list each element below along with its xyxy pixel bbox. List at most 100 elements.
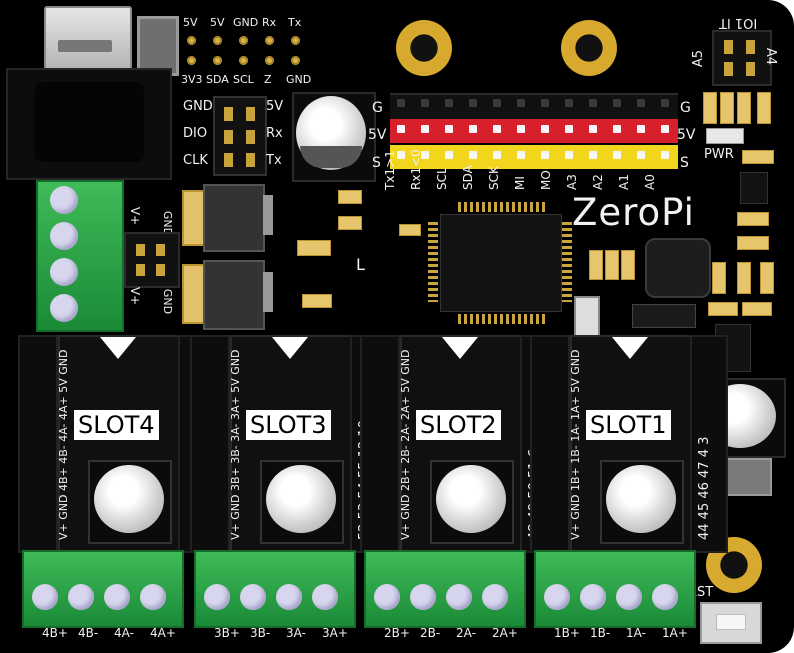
top-header-label-1: 5V (183, 16, 198, 29)
smd-component (338, 190, 362, 204)
header-pin (397, 99, 405, 107)
reset-button[interactable] (700, 602, 762, 644)
header-pin (661, 125, 669, 133)
top-header-label-5: Tx (288, 16, 302, 29)
smd-resistor (757, 92, 771, 124)
header-pin (517, 125, 525, 133)
slot-header-left (190, 335, 230, 553)
top-header-label-3: GND (233, 16, 259, 29)
slot-label-slot2: SLOT2 (416, 410, 501, 440)
terminal-screw[interactable] (50, 258, 78, 286)
slot-header-right (690, 335, 728, 553)
signal-label: A0 (643, 174, 657, 190)
terminal-screw[interactable] (410, 584, 436, 610)
reset-button-cap[interactable] (716, 614, 746, 630)
header-pin (661, 151, 669, 159)
power-header-row (390, 119, 678, 143)
header-pin (517, 151, 525, 159)
vplus-bottom-label-gnd: GND (161, 288, 175, 315)
terminal-screw[interactable] (276, 584, 302, 610)
terminal-label: 1A- (626, 626, 646, 640)
terminal-screw[interactable] (68, 584, 94, 610)
header-pin (397, 125, 405, 133)
mosfet-chip (632, 304, 696, 328)
header-pin (493, 151, 501, 159)
top-header-label-7: SDA (206, 73, 229, 86)
led-indicator (706, 128, 744, 144)
header-pin (589, 99, 597, 107)
header-pin (445, 99, 453, 107)
ground-header-row (390, 93, 678, 119)
header-pin (541, 99, 549, 107)
capacitor-band (300, 146, 362, 168)
vplus-top-label-v: V+ (128, 206, 143, 226)
terminal-screw[interactable] (240, 584, 266, 610)
header-pin (421, 99, 429, 107)
header-pin (565, 99, 573, 107)
terminal-screw[interactable] (50, 294, 78, 322)
header-pin (397, 151, 405, 159)
terminal-screw[interactable] (652, 584, 678, 610)
header-pin (589, 125, 597, 133)
terminal-label: 3A- (286, 626, 306, 640)
terminal-label: 1B+ (554, 626, 580, 640)
slot-capacitor-top (606, 465, 676, 533)
header-pin (613, 125, 621, 133)
terminal-label: 2B+ (384, 626, 410, 640)
smd-resistor (742, 302, 772, 316)
terminal-screw[interactable] (140, 584, 166, 610)
signal-label: SCL (435, 167, 449, 190)
terminal-screw[interactable] (580, 584, 606, 610)
regulator-chip (740, 172, 768, 204)
signal-label: MI (513, 176, 527, 190)
smd-resistor (708, 302, 738, 316)
smd-component (297, 240, 331, 256)
mounting-hole (396, 20, 452, 76)
smd-capacitor (605, 250, 619, 280)
header-pin (637, 151, 645, 159)
terminal-screw[interactable] (50, 186, 78, 214)
chip-pins-left (428, 222, 438, 302)
signal-label: Tx1>1 (383, 150, 397, 190)
slot-capacitor-top (94, 465, 164, 533)
mosfet-tab (263, 272, 273, 312)
header-pin (541, 151, 549, 159)
top-header-label-10: GND (286, 73, 312, 86)
terminal-screw[interactable] (482, 584, 508, 610)
slot-header-left (530, 335, 570, 553)
terminal-screw[interactable] (374, 584, 400, 610)
terminal-screw[interactable] (446, 584, 472, 610)
signal-label: MO (539, 170, 553, 190)
mosfet-tab (263, 195, 273, 235)
smd-capacitor (589, 250, 603, 280)
header-pin (265, 56, 274, 65)
chip-pins-bottom (458, 314, 548, 324)
chip-pins-top (458, 202, 548, 212)
header-pin (469, 151, 477, 159)
crystal (574, 296, 600, 338)
header-pin (291, 56, 300, 65)
smd-resistor (760, 262, 774, 294)
header-pin (445, 125, 453, 133)
smd-capacitor (737, 236, 769, 250)
terminal-screw[interactable] (544, 584, 570, 610)
header-pin (187, 56, 196, 65)
terminal-screw[interactable] (616, 584, 642, 610)
smd-resistor (302, 294, 332, 308)
pwr-header-label-5v-right: 5V (677, 127, 696, 143)
top-header-label-2: 5V (210, 16, 225, 29)
terminal-screw[interactable] (312, 584, 338, 610)
slot-capacitor-top (436, 465, 506, 533)
terminal-label: 4B- (78, 626, 99, 640)
terminal-screw[interactable] (32, 584, 58, 610)
terminal-screw[interactable] (204, 584, 230, 610)
smd-resistor (737, 262, 751, 294)
header-pin (265, 36, 274, 45)
a4-label: A4 (763, 47, 779, 66)
terminal-label: 1A+ (662, 626, 688, 640)
inductor (645, 238, 711, 298)
terminal-screw[interactable] (104, 584, 130, 610)
terminal-screw[interactable] (50, 222, 78, 250)
pwr-label: PWR (704, 147, 734, 162)
